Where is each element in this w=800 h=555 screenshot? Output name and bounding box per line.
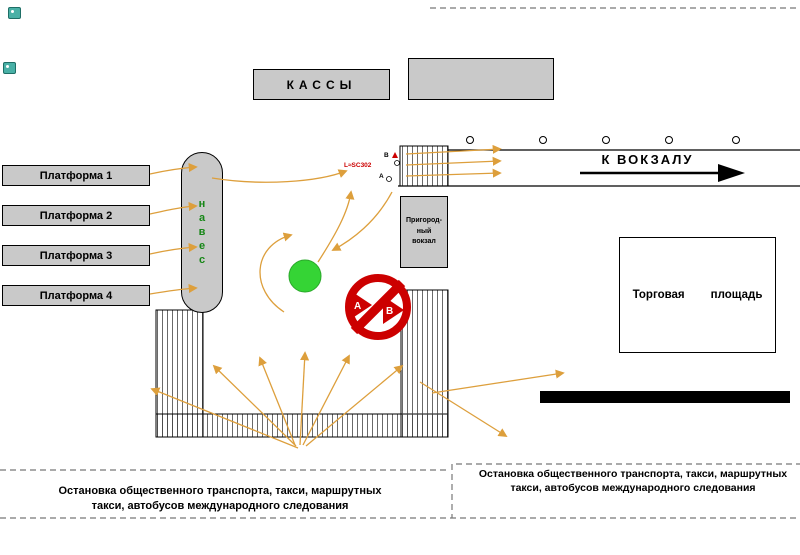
crossing-stairs xyxy=(399,145,449,187)
image-placeholder-icon xyxy=(3,62,16,74)
platform-3-label: Платформа 3 xyxy=(39,249,113,262)
platform-2-label: Платформа 2 xyxy=(39,209,113,222)
platform-1-box: Платформа 1 xyxy=(2,165,150,186)
transport-stop-caption-right: Остановка общественного транспорта, такс… xyxy=(468,467,798,495)
dashed-boundaries xyxy=(0,7,800,519)
platform-3-box: Платформа 3 xyxy=(2,245,150,266)
suburban-label-line3: вокзал xyxy=(412,238,436,246)
transport-stop-caption-left: Остановка общественного транспорта, такс… xyxy=(30,484,410,514)
platform-4-box: Платформа 4 xyxy=(2,285,150,306)
suburban-terminal-box: Пригород- ный вокзал xyxy=(400,196,448,268)
market-platform-bar xyxy=(540,391,790,403)
underpass-stairs-right xyxy=(400,289,449,438)
stop-left-line1: Остановка общественного транспорта, такс… xyxy=(58,485,382,497)
crossing-point-b-label: В xyxy=(384,152,389,159)
platform-4-label: Платформа 4 xyxy=(39,289,113,302)
suburban-label-line2: ный xyxy=(416,227,432,235)
image-placeholder-icon xyxy=(8,7,21,19)
stop-right-line2: такси, автобусов международного следован… xyxy=(510,482,756,495)
canopy-shape: навес xyxy=(181,152,223,313)
lamp-post-icons xyxy=(466,136,740,144)
canopy-label: навес xyxy=(196,197,208,268)
ticket-office-label: КАССЫ xyxy=(286,77,357,92)
platform-1-label: Платформа 1 xyxy=(39,169,113,182)
stop-left-line2: такси, автобусов международного следован… xyxy=(91,499,349,512)
station-building-box xyxy=(408,58,554,100)
stop-right-line1: Остановка общественного транспорта, такс… xyxy=(478,468,788,480)
crossing-code-label: L≈SC302 xyxy=(344,162,372,169)
platform-2-box: Платформа 2 xyxy=(2,205,150,226)
crossing-point-a-label: А xyxy=(379,173,384,180)
to-station-label: К ВОКЗАЛУ xyxy=(601,152,694,167)
market-square-box: Торговая площадь xyxy=(619,237,776,353)
market-label-word2: площадь xyxy=(710,289,763,301)
ticket-office-box: КАССЫ xyxy=(253,69,390,100)
market-label-word1: Торговая xyxy=(632,289,685,301)
suburban-label-line1: Пригород- xyxy=(406,217,442,225)
